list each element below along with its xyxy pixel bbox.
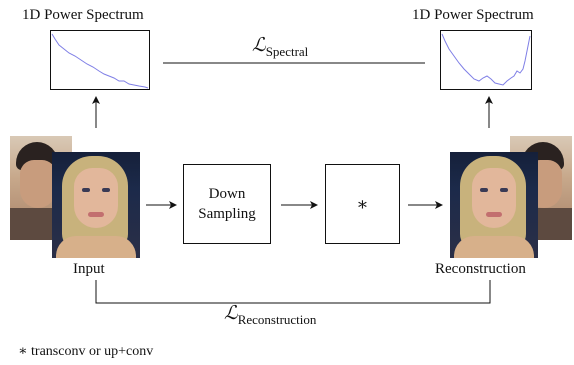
right-spectrum-title: 1D Power Spectrum (412, 7, 534, 23)
downsampling-block: Down Sampling (183, 164, 271, 244)
upsampling-block: ∗ (325, 164, 400, 244)
reconstruction-loss-subscript: Reconstruction (237, 312, 317, 327)
reconstruction-loss-symbol: ℒ (224, 303, 238, 324)
left-spectrum-title: 1D Power Spectrum (22, 7, 144, 23)
spectral-loss-label: ℒSpectral (252, 34, 309, 59)
reconstruction-loss-label: ℒReconstruction (224, 302, 317, 327)
reconstruction-loss-bracket (95, 280, 491, 304)
left-spectrum-curve (51, 33, 149, 89)
input-label: Input (73, 261, 105, 277)
right-spectrum-curve (441, 33, 531, 86)
left-spectrum-plot (50, 30, 150, 90)
footnote: ∗ transconv or up+conv (18, 344, 154, 359)
right-spectrum-plot (440, 30, 532, 90)
reconstruction-label: Reconstruction (435, 261, 526, 277)
upsampling-symbol: ∗ (356, 194, 369, 214)
reconstruction-photo-front (450, 152, 538, 258)
spectral-loss-subscript: Spectral (265, 44, 309, 59)
downsampling-label-line1: Down (208, 186, 246, 202)
downsampling-label-line2: Sampling (198, 206, 256, 222)
spectral-loss-symbol: ℒ (252, 35, 266, 56)
input-photo-front (52, 152, 140, 258)
